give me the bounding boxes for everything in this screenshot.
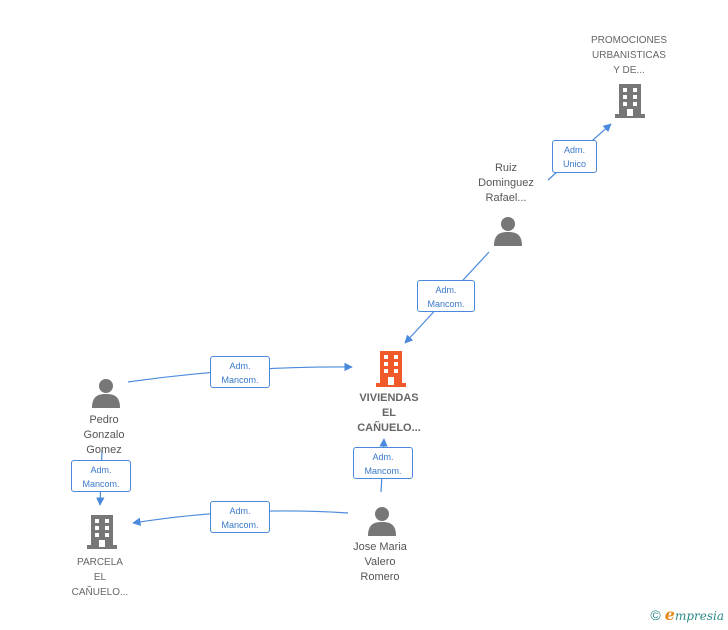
node-label-ruiz[interactable]: Ruiz Dominguez Rafael... (478, 162, 534, 204)
building-icon[interactable] (614, 84, 646, 118)
node-label-pedro[interactable]: Pedro Gonzalo Gomez (83, 414, 125, 456)
edge-label-jose-viviendas[interactable]: Adm. Mancom. (353, 447, 413, 479)
edge-label-ruiz-viviendas[interactable]: Adm. Mancom. (417, 280, 475, 312)
node-label-promociones[interactable]: PROMOCIONES URBANISTICAS Y DE... (590, 35, 668, 76)
copyright-symbol: © (650, 606, 661, 623)
node-label-viviendas[interactable]: VIVIENDAS EL CAÑUELO... (357, 392, 421, 434)
edge-label-pedro-viviendas[interactable]: Adm. Mancom. (210, 356, 270, 388)
building-main-icon[interactable] (375, 351, 407, 387)
building-icon[interactable] (86, 515, 118, 549)
node-label-parcela[interactable]: PARCELA EL CAÑUELO... (71, 557, 129, 598)
person-icon[interactable] (494, 216, 522, 246)
node-label-jose[interactable]: Jose Maria Valero Romero (353, 541, 407, 583)
edge-label-jose-parcela[interactable]: Adm. Mancom. (210, 501, 270, 533)
edge-label-ruiz-promociones[interactable]: Adm. Unico (552, 140, 597, 173)
person-icon[interactable] (368, 506, 396, 536)
brand-logo: empresia (664, 605, 724, 624)
person-icon[interactable] (92, 378, 120, 408)
edge-label-pedro-parcela[interactable]: Adm. Mancom. (71, 460, 131, 492)
footer-brand[interactable]: © empresia (650, 605, 724, 624)
